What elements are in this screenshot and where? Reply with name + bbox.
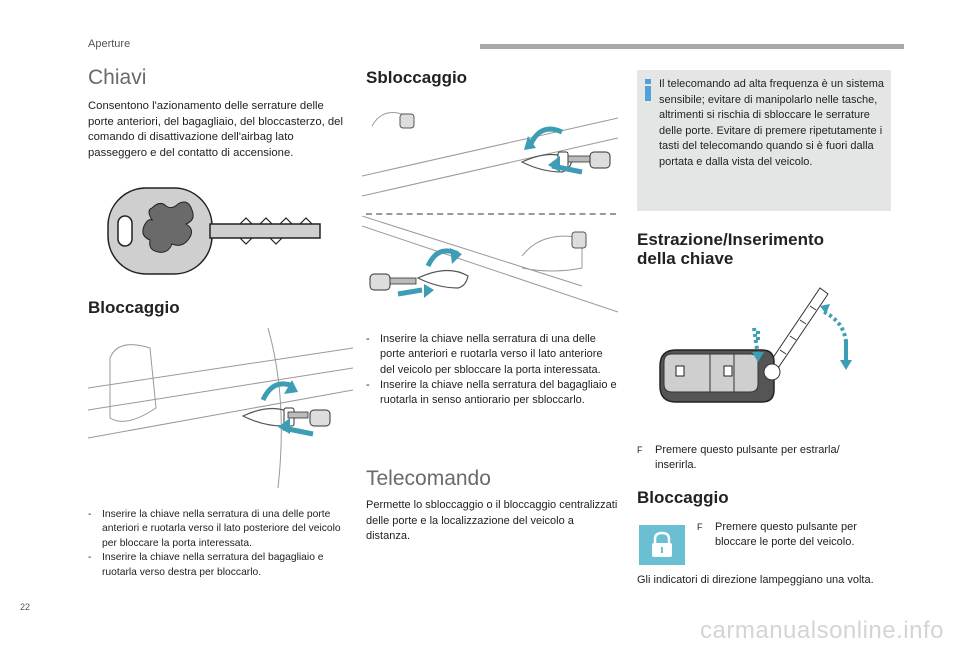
unlocking-steps: -Inserire la chiave nella serratura di u…: [366, 332, 618, 408]
bullet-icon: F: [637, 445, 643, 455]
list-item: -Inserire la chiave nella serratura del …: [88, 552, 324, 578]
watermark: carmanualsonline.info: [700, 617, 944, 644]
padlock-icon: [652, 531, 672, 557]
locking-steps: -Inserire la chiave nella serratura di u…: [88, 508, 350, 580]
illustration-separator: [366, 213, 616, 215]
list-item: -Inserire la chiave nella serratura del …: [366, 378, 617, 407]
remote-text: Permette lo sbloccaggio o il bloccaggio …: [366, 499, 618, 542]
info-box: Il telecomando ad alta frequenza è un si…: [637, 70, 891, 211]
indicator-text: Gli indicatori di direzione lampeggiano …: [637, 574, 874, 586]
info-text: Il telecomando ad alta frequenza è un si…: [659, 78, 885, 168]
lock-step: F Premere questo pulsante per bloccare l…: [697, 521, 857, 549]
locking-title: Bloccaggio: [88, 298, 180, 317]
list-item: -Inserire la chiave nella serratura di u…: [88, 509, 341, 549]
remote-title: Telecomando: [366, 467, 491, 490]
key-illustration: [100, 180, 330, 280]
remote-locking-title: Bloccaggio: [637, 488, 729, 507]
unlocking-title: Sbloccaggio: [366, 68, 468, 87]
page-number: 22: [20, 602, 31, 612]
door-lock-illustration: [88, 328, 353, 488]
extraction-title: Estrazione/Inserimento della chiave: [637, 230, 825, 268]
header-bar: [480, 44, 904, 49]
trunk-unlock-illustration: [362, 96, 618, 208]
keys-title: Chiavi: [88, 66, 147, 89]
remote-key-illustration: [650, 280, 890, 416]
list-item: -Inserire la chiave nella serratura di u…: [366, 333, 603, 376]
bullet-icon: F: [697, 522, 703, 532]
keys-intro: Consentono l'azionamento delle serrature…: [88, 100, 343, 159]
extraction-step: F Premere questo pulsante per estrarla/ …: [637, 444, 840, 472]
door-unlock-illustration: [362, 216, 618, 320]
info-icon: [645, 79, 651, 101]
section-label: Aperture: [88, 38, 131, 50]
lock-button-illustration: [639, 525, 685, 565]
